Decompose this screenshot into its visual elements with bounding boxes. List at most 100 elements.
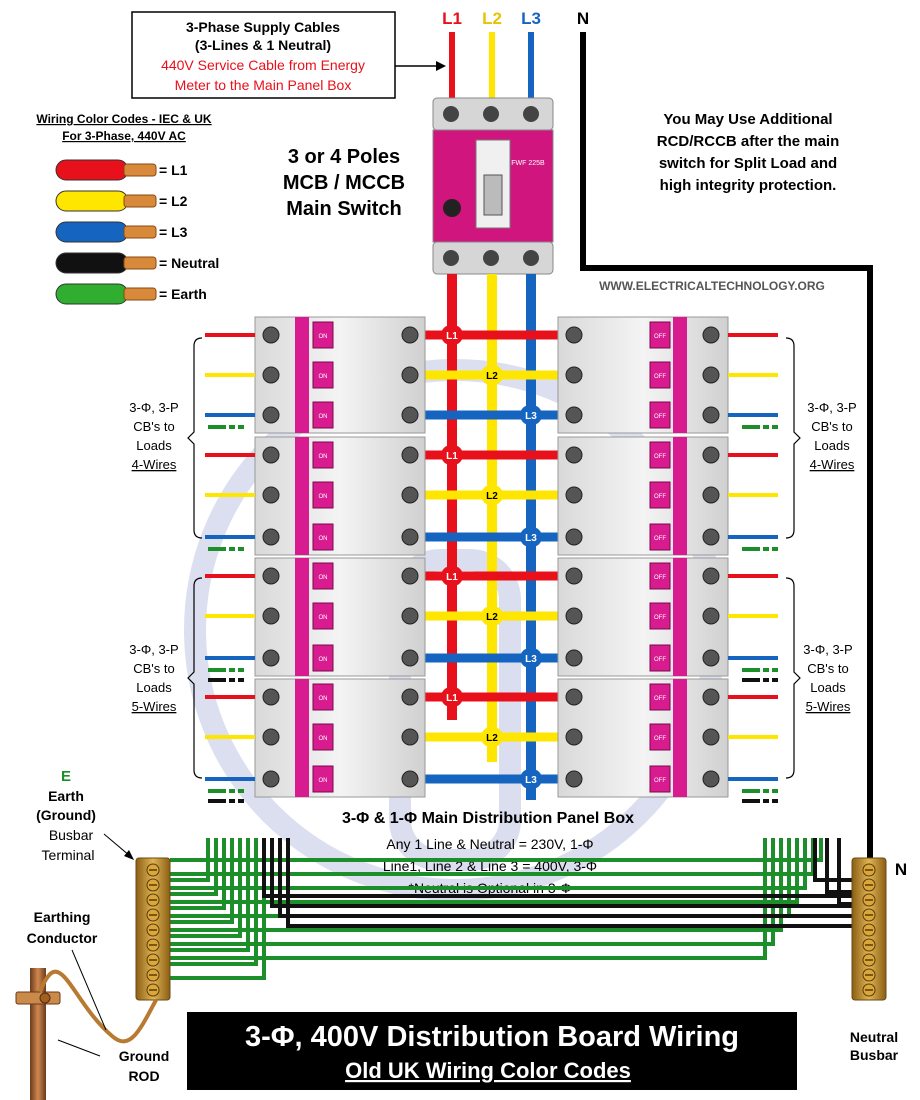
label-n: N <box>577 9 589 28</box>
phase-tag <box>481 727 503 747</box>
circuit-breaker[interactable]: ON ON ON <box>254 557 426 677</box>
breaker-switch-label: OFF <box>654 536 666 542</box>
legend-item-label: = L1 <box>159 162 188 178</box>
main-switch-line2: MCB / MCCB <box>283 172 405 194</box>
legend-title2: For 3-Phase, 440V AC <box>62 129 186 143</box>
legend-item-label: = Neutral <box>159 255 219 271</box>
left-5wire-l4: 5-Wires <box>132 699 177 714</box>
legend-item: = L3 <box>55 221 188 243</box>
title-banner: 3-Φ, 400V Distribution Board Wiring Old … <box>187 1012 797 1090</box>
breaker-switch-label: OFF <box>654 494 666 500</box>
legend-item-label: = L3 <box>159 224 188 240</box>
legend-item: = Earth <box>55 283 207 305</box>
left-5wire-l3: Loads <box>136 680 172 695</box>
phase-tag <box>481 606 503 626</box>
right-4wire-l2: CB's to <box>811 419 853 434</box>
breaker-switch-label: ON <box>319 536 328 542</box>
legend-item: = L1 <box>55 159 188 181</box>
rcd-note-line3: switch for Split Load and <box>659 155 837 172</box>
main-switch-model: FWF 225B <box>511 160 545 167</box>
neutral-return-wire <box>837 838 852 906</box>
breaker-switch-label: OFF <box>654 414 666 420</box>
breaker-switch-label: OFF <box>654 374 666 380</box>
circuit-breaker[interactable]: OFF OFF OFF <box>557 557 729 677</box>
earth-return-wire <box>170 838 242 938</box>
banner-title: 3-Φ, 400V Distribution Board Wiring <box>245 1021 739 1053</box>
label-l3: L3 <box>521 9 541 28</box>
breaker-switch-label: ON <box>319 778 328 784</box>
panel-title: 3-Φ & 1-Φ Main Distribution Panel Box <box>342 810 634 827</box>
breaker-switch-label: ON <box>319 575 328 581</box>
breaker-switch-label: OFF <box>654 615 666 621</box>
circuit-breaker[interactable]: OFF OFF OFF <box>557 316 729 434</box>
supply-cables-box: 3-Phase Supply Cables (3-Lines & 1 Neutr… <box>131 11 446 99</box>
phase-tag <box>481 485 503 505</box>
ground-rod-line2: ROD <box>128 1068 159 1084</box>
left-4wire-l2: CB's to <box>133 419 175 434</box>
earth-return-wire <box>170 838 258 966</box>
earthing-conductor-line1: Earthing <box>34 909 91 925</box>
breaker-switch-label: OFF <box>654 696 666 702</box>
phase-tag-label: L3 <box>525 411 537 422</box>
right-4wire-l3: Loads <box>814 438 850 453</box>
load-brackets <box>187 337 801 779</box>
legend-item: = Neutral <box>55 252 219 274</box>
neutral-return-wire <box>825 838 852 894</box>
phase-tag-label: L3 <box>525 533 537 544</box>
earth-return-wire <box>170 838 823 862</box>
rcd-note-line1: You May Use Additional <box>663 111 832 128</box>
breaker-switch-label: OFF <box>654 334 666 340</box>
right-5wire-l2: CB's to <box>807 661 849 676</box>
breaker-switch-label: OFF <box>654 657 666 663</box>
left-5wire-l1: 3-Φ, 3-P <box>129 642 178 657</box>
neutral-busbar <box>851 857 887 1001</box>
phase-tag <box>441 445 463 465</box>
right-4wire-l1: 3-Φ, 3-P <box>807 400 856 415</box>
phase-tag-label: L1 <box>446 572 458 583</box>
phase-tag <box>520 769 542 789</box>
rcd-note-line4: high integrity protection. <box>660 177 837 194</box>
label-l1: L1 <box>442 9 462 28</box>
earth-line4: Terminal <box>42 847 95 863</box>
supply-title1: 3-Phase Supply Cables <box>186 19 340 35</box>
breaker-switch-label: ON <box>319 374 328 380</box>
neutral-return-wire <box>286 838 852 928</box>
earth-return-wire <box>170 838 807 890</box>
breaker-switch-label: ON <box>319 414 328 420</box>
legend-item: = L2 <box>55 190 188 212</box>
breaker-switch-label: ON <box>319 657 328 663</box>
legend-item-label: = Earth <box>159 286 207 302</box>
label-l2: L2 <box>482 9 502 28</box>
earth-line3: Busbar <box>49 827 94 843</box>
circuit-breaker[interactable]: ON ON ON <box>254 316 426 434</box>
earth-return-wire <box>170 838 218 896</box>
phase-tag <box>441 566 463 586</box>
breaker-switch-label: OFF <box>654 575 666 581</box>
supply-note2: Meter to the Main Panel Box <box>175 77 352 93</box>
color-code-legend: Wiring Color Codes - IEC & UK For 3-Phas… <box>36 112 219 305</box>
arrow-icon <box>436 61 446 71</box>
main-switch-line1: 3 or 4 Poles <box>288 146 400 168</box>
left-4wire-l4: 4-Wires <box>132 457 177 472</box>
right-5wire-l4: 5-Wires <box>806 699 851 714</box>
phase-tag <box>520 527 542 547</box>
right-5wire-l1: 3-Φ, 3-P <box>803 642 852 657</box>
phase-tag-label: L1 <box>446 331 458 342</box>
phase-tag-label: L2 <box>486 371 498 382</box>
legend-item-label: = L2 <box>159 193 188 209</box>
main-switch-mccb[interactable]: FWF 225B <box>432 97 554 275</box>
breaker-switch-label: ON <box>319 615 328 621</box>
phase-tag <box>520 405 542 425</box>
earth-letter: E <box>61 768 71 785</box>
breaker-switch-label: ON <box>319 454 328 460</box>
phase-tag-label: L3 <box>525 775 537 786</box>
earth-return-wire <box>170 838 234 924</box>
neutral-return-wire <box>262 838 852 898</box>
left-4wire-l1: 3-Φ, 3-P <box>129 400 178 415</box>
rcd-note-line2: RCD/RCCB after the main <box>657 133 840 150</box>
breaker-switch-label: ON <box>319 334 328 340</box>
